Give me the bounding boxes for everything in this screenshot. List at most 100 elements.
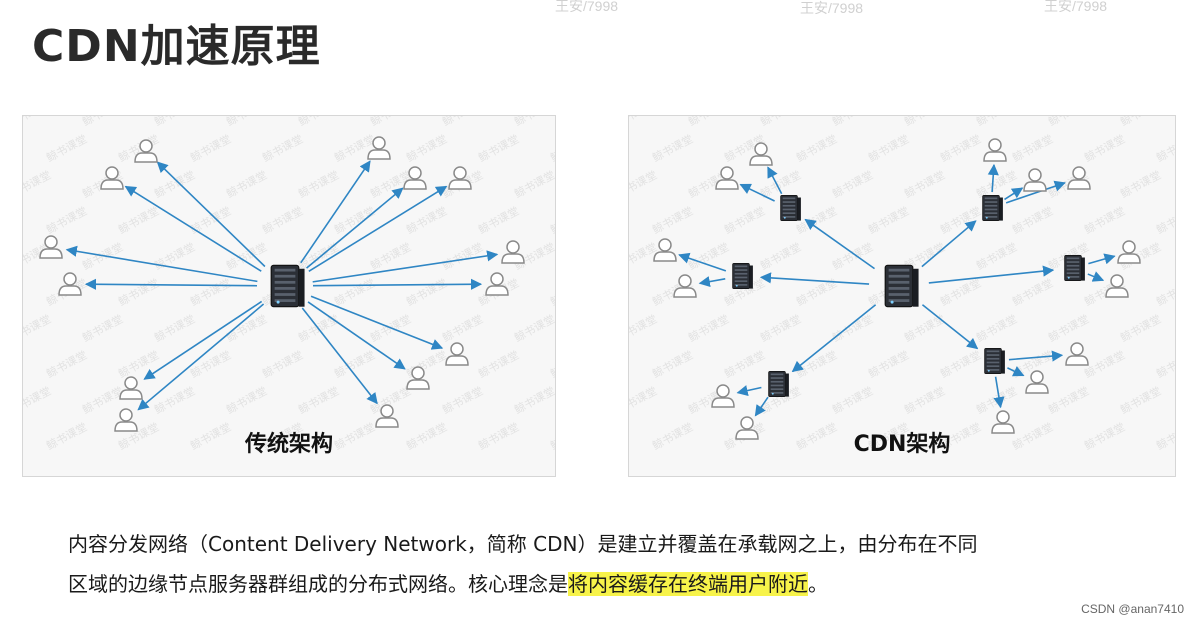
corner-watermark: 王安/7998 [800,0,864,16]
svg-text:鲸书课堂: 鲸书课堂 [974,116,1019,129]
connection-arrow [124,185,262,272]
svg-text:鲸书课堂: 鲸书课堂 [758,312,803,345]
connection-arrow [1088,253,1116,265]
svg-text:鲸书课堂: 鲸书课堂 [116,204,161,237]
corner-watermark: 王安/7998 [1044,0,1108,14]
svg-text:鲸书课堂: 鲸书课堂 [1046,384,1091,417]
cdn-diagram-canvas: 鲸书课堂鲸书课堂鲸书课堂鲸书课堂鲸书课堂鲸书课堂鲸书课堂鲸书课堂鲸书课堂鲸书课堂… [629,116,1175,453]
svg-text:鲸书课堂: 鲸书课堂 [1154,348,1175,381]
svg-text:鲸书课堂: 鲸书课堂 [938,132,983,165]
svg-text:鲸书课堂: 鲸书课堂 [629,116,659,129]
svg-text:鲸书课堂: 鲸书课堂 [938,204,983,237]
server-icon [1064,255,1085,281]
connection-arrow [736,385,762,397]
user-icon [39,235,63,259]
svg-text:鲸书课堂: 鲸书课堂 [974,240,1019,273]
user-icon [711,384,735,408]
svg-text:鲸书课堂: 鲸书课堂 [512,116,555,129]
connection-arrow [739,183,775,202]
svg-text:鲸书课堂: 鲸书课堂 [974,384,1019,417]
svg-text:鲸书课堂: 鲸书课堂 [974,312,1019,345]
svg-text:鲸书课堂: 鲸书课堂 [1010,132,1055,165]
svg-text:鲸书课堂: 鲸书课堂 [404,276,449,309]
svg-text:鲸书课堂: 鲸书课堂 [260,132,305,165]
user-icon [406,366,430,390]
svg-text:鲸书课堂: 鲸书课堂 [512,168,555,201]
description-line-2-text: 区域的边缘节点服务器群组成的分布式网络。核心理念是 [68,572,568,596]
svg-text:鲸书课堂: 鲸书课堂 [902,116,947,129]
user-icon [119,376,143,400]
traditional-architecture-diagram: 鲸书课堂鲸书课堂鲸书课堂鲸书课堂鲸书课堂鲸书课堂鲸书课堂鲸书课堂鲸书课堂鲸书课堂… [22,115,556,477]
svg-text:鲸书课堂: 鲸书课堂 [440,116,485,129]
connection-arrow [1005,180,1066,204]
connection-arrow [1008,350,1064,362]
svg-text:鲸书课堂: 鲸书课堂 [1154,132,1175,165]
connection-arrow [928,265,1055,284]
server-icon [732,263,753,289]
svg-text:鲸书课堂: 鲸书课堂 [44,132,89,165]
svg-text:鲸书课堂: 鲸书课堂 [548,132,555,165]
svg-text:鲸书课堂: 鲸书课堂 [548,204,555,237]
user-icon [653,238,677,262]
connection-arrow [306,187,404,269]
server-icon [984,348,1005,374]
svg-text:鲸书课堂: 鲸书课堂 [1046,116,1091,129]
svg-text:鲸书课堂: 鲸书课堂 [296,168,341,201]
svg-text:鲸书课堂: 鲸书课堂 [80,384,125,417]
svg-text:鲸书课堂: 鲸书课堂 [830,384,875,417]
svg-text:鲸书课堂: 鲸书课堂 [1046,312,1091,345]
svg-text:鲸书课堂: 鲸书课堂 [152,384,197,417]
svg-text:鲸书课堂: 鲸书课堂 [866,348,911,381]
highlighted-phrase: 将内容缓存在终端用户附近 [568,572,808,596]
user-icon [983,138,1007,162]
svg-text:鲸书课堂: 鲸书课堂 [1118,384,1163,417]
user-icon [114,408,138,432]
connection-arrow [310,295,444,350]
svg-text:鲸书课堂: 鲸书课堂 [686,240,731,273]
cdn-architecture-diagram: 鲸书课堂鲸书课堂鲸书课堂鲸书课堂鲸书课堂鲸书课堂鲸书课堂鲸书课堂鲸书课堂鲸书课堂… [628,115,1176,477]
connection-arrow [759,272,870,285]
svg-text:鲸书课堂: 鲸书课堂 [80,312,125,345]
connection-arrow [84,278,258,290]
connection-arrow [754,396,769,417]
user-icon [1023,168,1047,192]
svg-text:鲸书课堂: 鲸书课堂 [224,168,269,201]
svg-text:鲸书课堂: 鲸书课堂 [938,348,983,381]
svg-text:鲸书课堂: 鲸书课堂 [476,204,521,237]
description-line-1: 内容分发网络（Content Delivery Network，简称 CDN）是… [68,532,978,556]
user-icon [501,240,525,264]
user-icon [100,166,124,190]
user-icon [749,142,773,166]
description-paragraph: 内容分发网络（Content Delivery Network，简称 CDN）是… [68,524,1148,604]
svg-text:鲸书课堂: 鲸书课堂 [866,132,911,165]
corner-watermark: 王安/7998 [555,0,619,14]
connection-arrow [698,276,726,288]
svg-text:鲸书课堂: 鲸书课堂 [476,348,521,381]
svg-text:鲸书课堂: 鲸书课堂 [650,348,695,381]
svg-text:鲸书课堂: 鲸书课堂 [1154,204,1175,237]
user-icon [445,342,469,366]
server-icon [768,371,789,397]
svg-text:鲸书课堂: 鲸书课堂 [152,312,197,345]
svg-text:鲸书课堂: 鲸书课堂 [758,116,803,129]
connection-arrow [1004,187,1024,201]
svg-text:鲸书课堂: 鲸书课堂 [296,384,341,417]
user-icon [1065,342,1089,366]
user-icon [485,272,509,296]
svg-text:鲸书课堂: 鲸书课堂 [1118,116,1163,129]
svg-text:鲸书课堂: 鲸书课堂 [758,240,803,273]
connection-arrow [921,220,977,268]
connection-arrow [791,304,877,373]
svg-text:鲸书课堂: 鲸书课堂 [440,312,485,345]
connection-arrow [301,307,378,405]
svg-text:鲸书课堂: 鲸书课堂 [404,132,449,165]
user-icon [991,410,1015,434]
connection-arrow [65,245,258,283]
svg-text:鲸书课堂: 鲸书课堂 [830,240,875,273]
connection-arrow [143,300,263,380]
svg-text:鲸书课堂: 鲸书课堂 [902,384,947,417]
svg-text:鲸书课堂: 鲸书课堂 [512,384,555,417]
svg-text:鲸书课堂: 鲸书课堂 [224,116,269,129]
svg-text:鲸书课堂: 鲸书课堂 [830,116,875,129]
svg-text:鲸书课堂: 鲸书课堂 [23,384,53,417]
